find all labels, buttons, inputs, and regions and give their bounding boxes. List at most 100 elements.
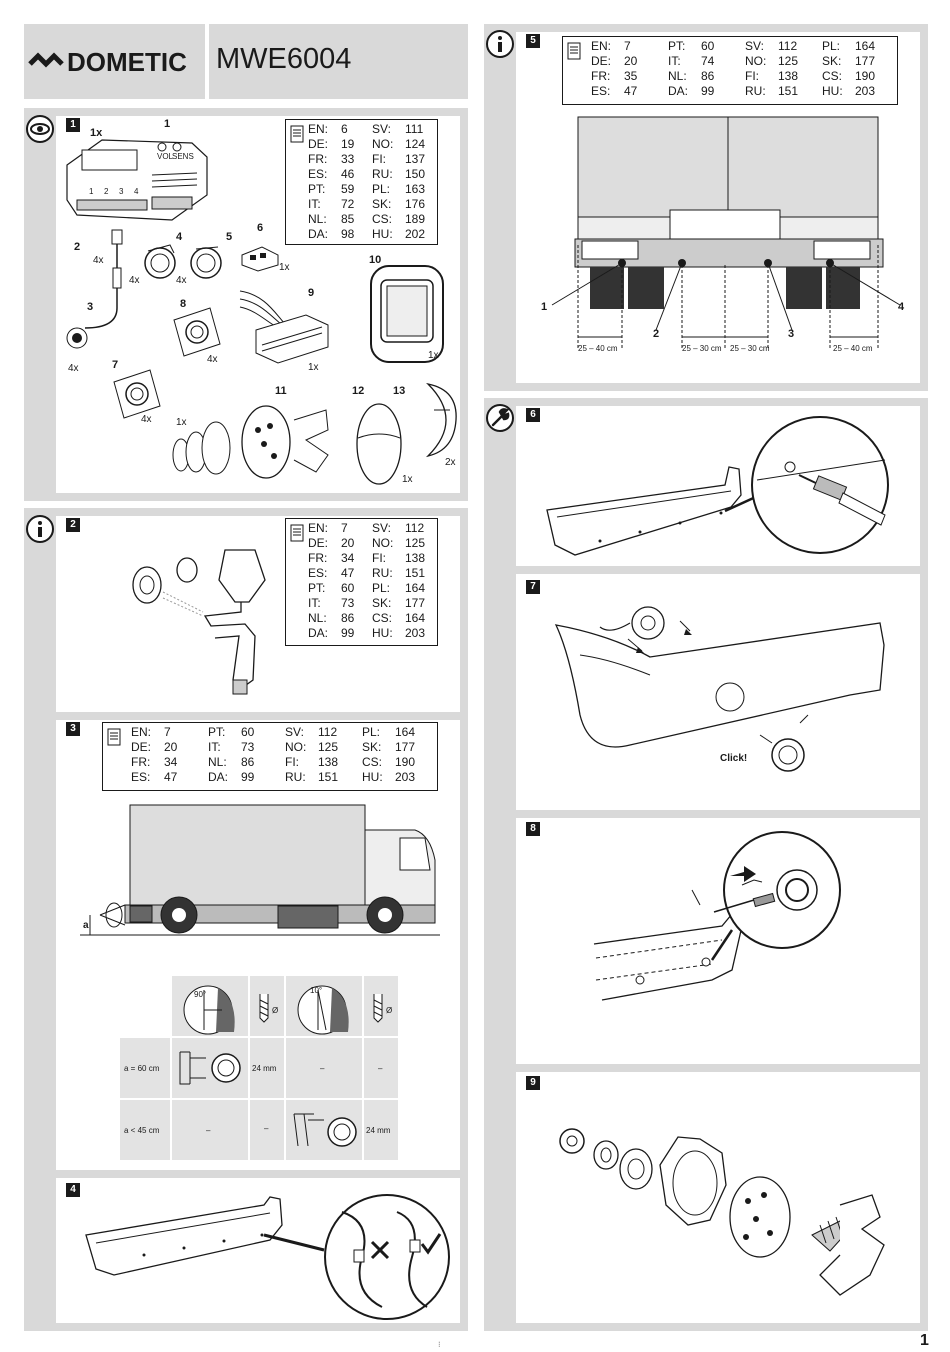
lang-cell: NL:86 <box>668 69 715 83</box>
model-name: MWE6004 <box>216 43 352 75</box>
label-1: 1 <box>164 118 171 130</box>
lang-cell: RU:151 <box>285 770 339 784</box>
port-3: 3 <box>119 187 124 196</box>
sensor-label-3: 3 <box>788 328 795 340</box>
port-1: 1 <box>89 187 94 196</box>
step-1-number: 1 <box>66 118 80 132</box>
cell-angle-90: 90° <box>172 976 248 1036</box>
lang-cell: NO:124 <box>372 137 426 151</box>
lang-cell: RU:150 <box>372 167 426 181</box>
bumper-drill-illustration <box>546 416 889 556</box>
language-grid: EN:7 PT:60 SV:112 PL:164 DE:20 IT:74 NO:… <box>591 39 899 99</box>
lang-cell: PL:164 <box>822 39 876 53</box>
quantity-9: 1x <box>308 362 319 373</box>
quantity-2: 4x <box>93 255 104 266</box>
mount-kit-11-illustration <box>172 405 329 479</box>
lang-cell: DA:98 <box>308 227 355 241</box>
quantity-3: 4x <box>68 363 79 374</box>
row-2-label: a < 45 cm <box>124 1126 160 1135</box>
lang-cell: SV:112 <box>285 725 338 739</box>
footer-mark: ⁝ <box>438 1340 441 1349</box>
lang-cell: FR:34 <box>308 551 355 565</box>
lang-cell: CS:190 <box>362 755 416 769</box>
step-3-number: 3 <box>66 722 80 736</box>
lang-cell: FI:137 <box>372 152 426 166</box>
lang-cell: PT:60 <box>208 725 255 739</box>
lang-cell: EN:6 <box>308 122 348 136</box>
vol-label: VOL <box>157 152 174 161</box>
document-icon <box>107 728 121 746</box>
label-7: 7 <box>112 359 119 371</box>
row-1-value-2-cell: – <box>286 1038 362 1098</box>
lang-cell: SK:177 <box>372 596 426 610</box>
quantity-8: 4x <box>207 354 218 365</box>
brand-name: DOMETIC <box>67 47 187 77</box>
lang-cell: PL:164 <box>372 581 426 595</box>
row-2-mount-cell <box>286 1100 362 1160</box>
row-1-value-2: – <box>320 1064 325 1073</box>
step-5-language-box: EN:7 PT:60 SV:112 PL:164 DE:20 IT:74 NO:… <box>562 36 898 105</box>
header-model-box <box>209 24 468 99</box>
label-6: 6 <box>257 222 264 234</box>
lang-cell: FI:138 <box>745 69 799 83</box>
lang-cell: CS:189 <box>372 212 426 226</box>
ring-5-illustration <box>190 246 222 279</box>
lang-cell: NL:86 <box>208 755 255 769</box>
row-2-value-3-cell: 24 mm <box>364 1100 398 1160</box>
step-2-number: 2 <box>66 518 80 532</box>
lang-cell: DA:99 <box>668 84 715 98</box>
diameter-symbol-2: Ø <box>386 1006 393 1015</box>
row-2-value-1-cell: – <box>172 1100 248 1160</box>
lang-cell: FI:138 <box>372 551 426 565</box>
sens-label: SENS <box>172 152 194 161</box>
lang-cell: HU:203 <box>822 84 876 98</box>
ring-4-illustration <box>144 244 176 279</box>
wire-harness-9-illustration <box>239 290 329 364</box>
angle-90-icon <box>183 985 235 1035</box>
row-1-value-1-cell: 24 mm <box>250 1038 284 1098</box>
dimension-2: 25 – 30 cm <box>682 344 722 353</box>
lang-cell: FR:35 <box>591 69 638 83</box>
sensor-cable-illustration <box>66 229 123 349</box>
bracket-7-illustration <box>113 369 161 419</box>
lang-cell: IT:72 <box>308 197 355 211</box>
lang-cell: SK:177 <box>822 54 876 68</box>
port-4: 4 <box>134 187 139 196</box>
label-9: 9 <box>308 287 315 299</box>
connector-6-illustration <box>241 246 279 272</box>
label-12: 12 <box>352 385 365 397</box>
angle-10-label: 10° <box>310 986 323 995</box>
lang-cell: DA:99 <box>208 770 255 784</box>
lang-cell: DE:20 <box>131 740 178 754</box>
cell-drill-2: Ø <box>364 976 398 1036</box>
row-1-label-cell: a = 60 cm <box>120 1038 170 1098</box>
lang-cell: FI:138 <box>285 755 339 769</box>
lang-cell: ES:47 <box>131 770 178 784</box>
angle-table: 90° Ø 10° Ø a = 60 cm 24 mm – – a < 45 c… <box>120 976 398 1160</box>
row-2-value-1: – <box>206 1126 211 1135</box>
lang-cell: HU:202 <box>372 227 426 241</box>
row-1-label: a = 60 cm <box>124 1064 160 1073</box>
row-1-value-3-cell: – <box>364 1038 398 1098</box>
row-2-label-cell: a < 45 cm <box>120 1100 170 1160</box>
lang-cell: NO:125 <box>372 536 426 550</box>
lang-cell: FR:33 <box>308 152 355 166</box>
row-2-value-3: 24 mm <box>366 1126 391 1135</box>
label-3: 3 <box>87 301 94 313</box>
drill-bit-icon <box>259 994 269 1023</box>
sensor-label-1: 1 <box>541 301 548 313</box>
cable-feed-illustration <box>593 831 841 1001</box>
lang-cell: RU:151 <box>745 84 799 98</box>
quantity-5: 4x <box>176 275 187 286</box>
bracket-8-illustration <box>173 307 221 357</box>
lang-cell: NL:85 <box>308 212 355 226</box>
angle-10-icon <box>297 985 349 1035</box>
angled-bracket-mount-icon <box>293 1113 357 1147</box>
language-grid: EN:7 SV:112 DE:20 NO:125 FR:34 FI:138 ES… <box>308 521 436 641</box>
lang-cell: SK:177 <box>362 740 416 754</box>
label-13: 13 <box>393 385 406 397</box>
quantity-13: 2x <box>445 457 456 468</box>
spray-gun-illustration <box>132 549 266 695</box>
document-icon <box>290 524 304 542</box>
bracket-mount-icon <box>179 1051 241 1085</box>
